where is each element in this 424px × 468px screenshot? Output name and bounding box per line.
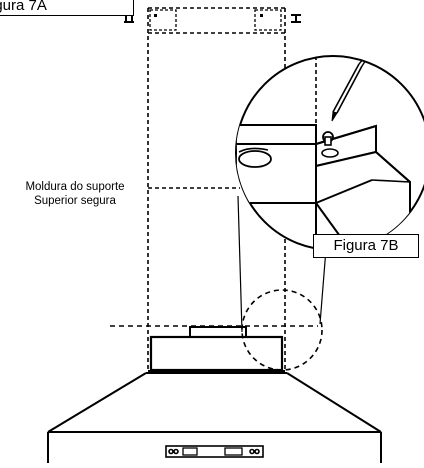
- control-panel: [165, 445, 264, 458]
- screw-icon: [291, 14, 301, 23]
- bracket-caption-line-1: Moldura do suporte: [25, 181, 125, 193]
- figure-7b-label: Figura 7B: [313, 234, 419, 258]
- upper-bracket-right: [254, 9, 282, 31]
- upper-bracket-left: [149, 9, 177, 31]
- screw-icon: [124, 14, 134, 23]
- keyhole-icon: [321, 131, 339, 158]
- magnifier-connector-lines: [237, 195, 327, 333]
- hood-canopy: [47, 370, 382, 463]
- lower-bracket: [189, 326, 247, 338]
- hood-top-box: [149, 335, 284, 372]
- magnified-view: [235, 55, 424, 251]
- figure-7a-label: igura 7A: [0, 0, 134, 16]
- bracket-caption: Moldura do suporte Superior segura: [2, 180, 148, 208]
- detail-circle: [241, 289, 323, 371]
- bracket-caption-line-2: Superior segura: [34, 195, 116, 207]
